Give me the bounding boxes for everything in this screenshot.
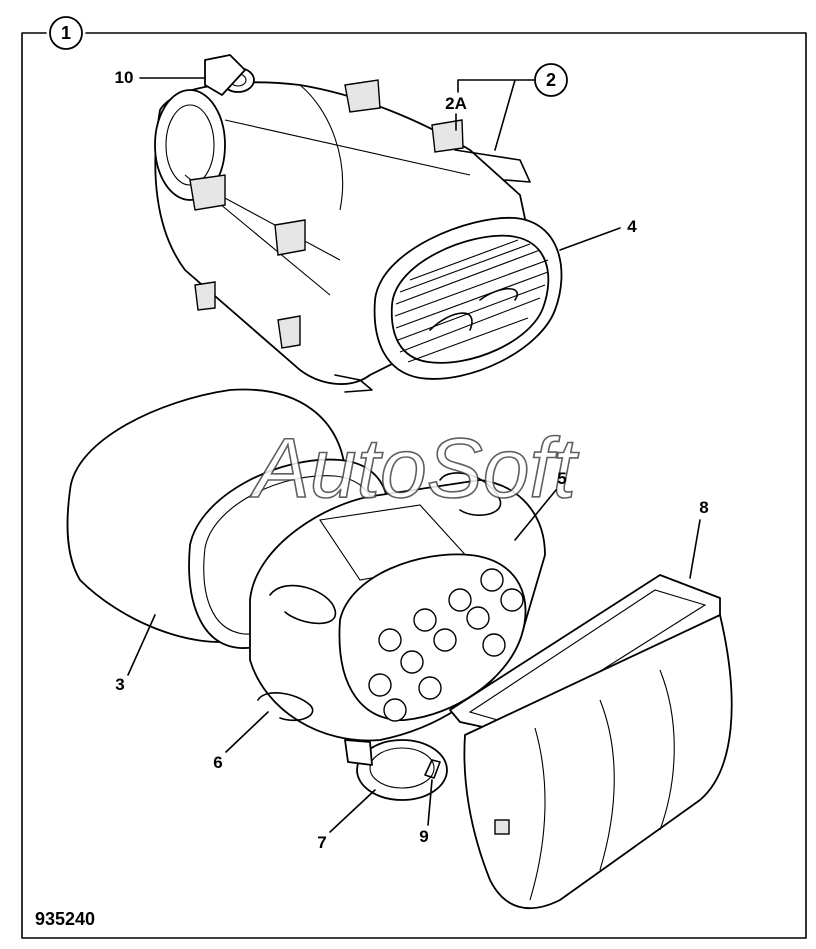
inlet-grille [373, 217, 563, 380]
callout-6: 6 [213, 753, 222, 772]
callout-4: 4 [627, 217, 637, 236]
callout-10: 10 [115, 68, 134, 87]
callout-8: 8 [699, 498, 708, 517]
filter-body [249, 472, 546, 742]
callout-2a: 2A [445, 94, 467, 113]
dust-bowl [449, 574, 733, 909]
callout-5: 5 [557, 469, 566, 488]
figure-frame [21, 32, 807, 939]
callout-3: 3 [115, 675, 124, 694]
reference-number: 935240 [35, 909, 95, 929]
cyclone-tubes [368, 568, 524, 722]
watermark: AutoSoft [249, 421, 580, 515]
vacuator-valve [344, 739, 448, 801]
callout-7: 7 [317, 833, 326, 852]
callout-2: 2 [546, 70, 556, 90]
figure-number: 1 [61, 23, 71, 43]
callout-9: 9 [419, 827, 428, 846]
callouts: 10 2 2A 4 5 8 3 6 7 9 [115, 63, 709, 852]
figure-number-circle [49, 16, 83, 50]
